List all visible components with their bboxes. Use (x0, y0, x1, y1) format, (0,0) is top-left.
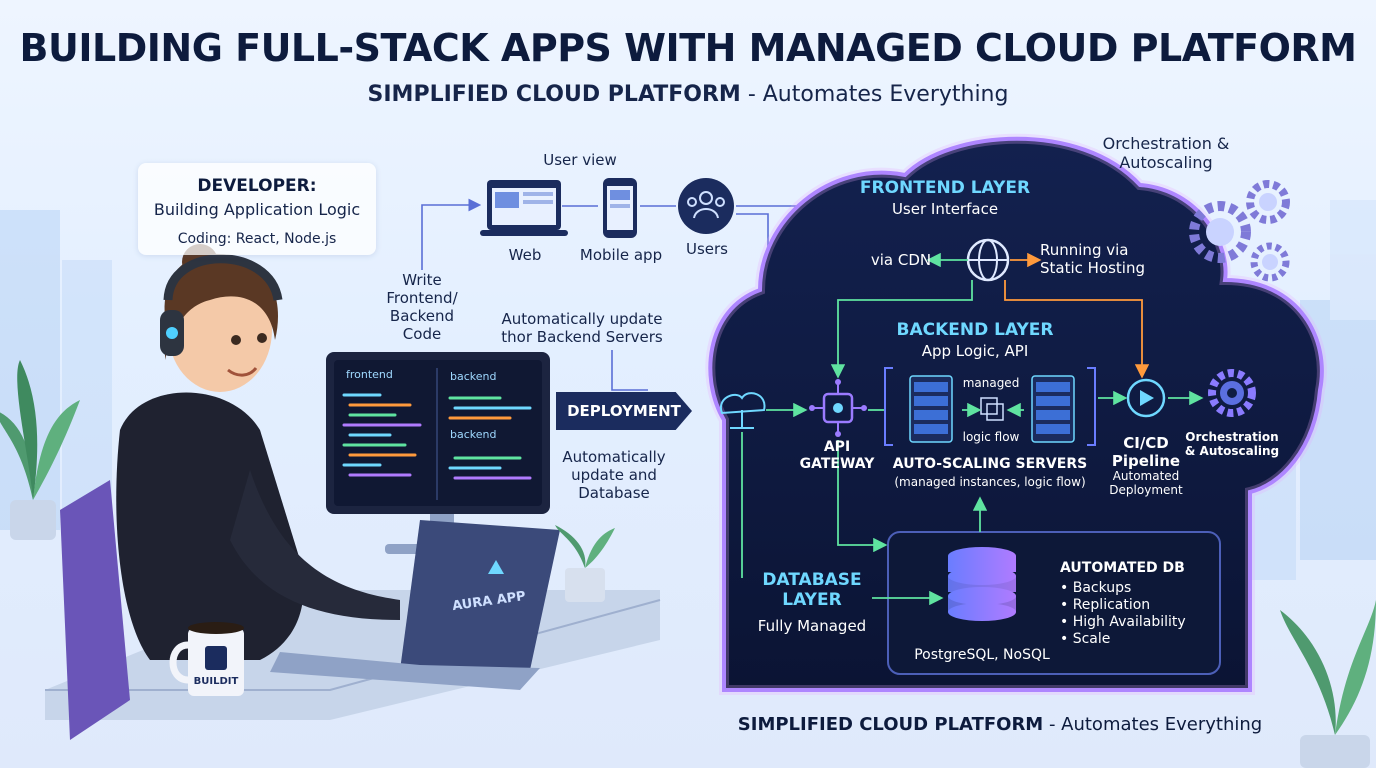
api-gateway-icon (809, 379, 867, 437)
automated-db-title: AUTOMATED DB (1060, 560, 1185, 576)
database-cylinder-icon (948, 547, 1016, 621)
page-subtitle: SIMPLIFIED CLOUD PLATFORM - Automates Ev… (0, 82, 1376, 107)
list-item: • Scale (1060, 631, 1111, 647)
write-code-label: Write Frontend/ Backend Code (386, 271, 458, 343)
plant-right (1280, 600, 1376, 768)
developer-subheading: Building Application Logic (153, 200, 361, 219)
deployment-arrow: DEPLOYMENT (556, 392, 692, 430)
subtitle-rest: - Automates Everything (740, 82, 1009, 107)
monitor-backend-label: backend (450, 370, 497, 383)
orchestration-gears-icon (1189, 180, 1290, 282)
cicd-sub: Automated Deployment (1109, 469, 1183, 498)
list-item: • Backups (1060, 580, 1132, 596)
static-hosting-label: Running via Static Hosting (1040, 241, 1146, 277)
server-stack-right-icon (1031, 375, 1075, 443)
database-engines-label: PostgreSQL, NoSQL (914, 647, 1050, 663)
cicd-pipeline-icon (1126, 378, 1166, 418)
auto-update-backend-label: Automatically update thor Backend Server… (501, 310, 663, 346)
servers-logic-flow-label: logic flow (962, 430, 1020, 444)
monitor-backend2-label: backend (450, 428, 497, 441)
developer-heading: DEVELOPER: (197, 176, 317, 196)
cloud-flow-arrows (741, 252, 1204, 606)
subtitle-bold: SIMPLIFIED CLOUD PLATFORM (367, 82, 741, 107)
user-view-label: User view (543, 151, 617, 169)
coffee-mug (169, 622, 244, 696)
developer-illustration (60, 244, 400, 740)
servers-bracket (884, 367, 1096, 446)
orchestration-top-label: Orchestration & Autoscaling (1102, 134, 1230, 173)
orchestration-inner-label: Orchestration & Autoscaling (1184, 430, 1280, 459)
database-layer-title: DATABASE LAYER (762, 570, 862, 611)
backend-layer-title: BACKEND LAYER (896, 320, 1054, 340)
cdn-label: via CDN (870, 251, 932, 269)
auto-scaling-servers-title: AUTO-SCALING SERVERS (892, 456, 1088, 472)
plant-left (0, 360, 80, 540)
server-stack-left-icon (909, 375, 953, 443)
monitor-frontend-label: frontend (346, 368, 393, 381)
footer-bold: SIMPLIFIED CLOUD PLATFORM (737, 714, 1044, 735)
developer-card: DEVELOPER: Building Application Logic Co… (138, 163, 376, 255)
frontend-layer-title: FRONTEND LAYER (859, 178, 1031, 198)
auto-update-db-label: Automatically update and Database (562, 448, 666, 502)
orchestration-gear-icon (1208, 369, 1256, 417)
auto-scaling-servers-sub: (managed instances, logic flow) (894, 475, 1086, 489)
page-title: BUILDING FULL-STACK APPS WITH MANAGED CL… (19, 26, 1357, 70)
backend-layer-sub: App Logic, API (921, 342, 1029, 360)
automated-db-list: • Backups • Replication • High Availabil… (1060, 580, 1186, 648)
mobile-phone-icon (603, 178, 637, 238)
servers-managed-label: managed (962, 376, 1020, 390)
laptop (270, 520, 560, 690)
database-layer-sub: Fully Managed (757, 617, 867, 635)
code-lines (342, 393, 532, 480)
developer-coding: Coding: React, Node.js (177, 231, 337, 247)
users-icon (678, 178, 734, 234)
frontend-layer-sub: User Interface (891, 200, 999, 218)
cicd-title: CI/CD Pipeline (1111, 434, 1181, 470)
mug-logo: BUILDIT (193, 676, 239, 687)
web-label: Web (508, 246, 542, 264)
users-label: Users (685, 240, 728, 258)
footer-rest: - Automates Everything (1043, 714, 1263, 735)
list-item: • Replication (1060, 597, 1151, 613)
footer-caption: SIMPLIFIED CLOUD PLATFORM - Automates Ev… (700, 714, 1300, 735)
web-browser-icon (480, 180, 568, 236)
desk-plant (555, 525, 615, 602)
mobile-app-label: Mobile app (579, 246, 663, 264)
list-item: • High Availability (1060, 614, 1186, 630)
deploy-cloud-icon (719, 392, 766, 429)
api-gateway-label: API GATEWAY (799, 439, 875, 472)
